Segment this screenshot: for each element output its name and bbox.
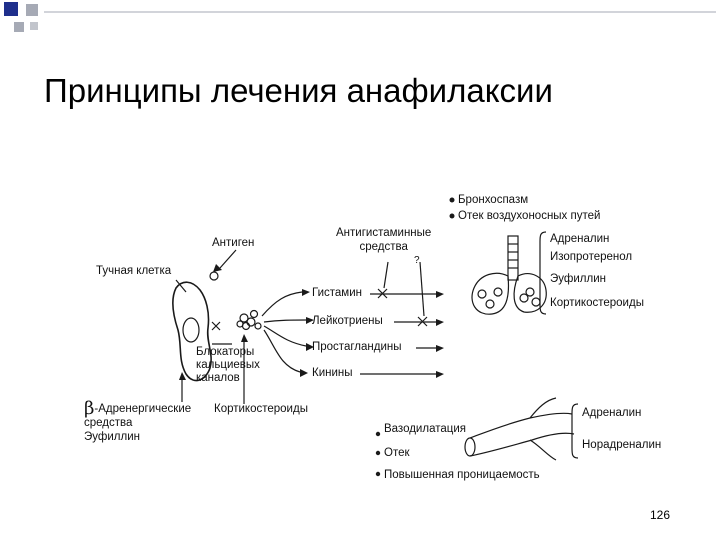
mediator-leukotrienes: Лейкотриены xyxy=(312,314,383,328)
trachea xyxy=(508,236,518,280)
bronchial-drug-adrenaline: Адреналин xyxy=(550,232,609,246)
right-lung xyxy=(514,274,546,313)
effect-permeability: Повышенная проницаемость xyxy=(384,468,540,482)
effect-bronchospasm: Бронхоспазм xyxy=(458,193,528,207)
mediator-prostaglandins: Простагландины xyxy=(312,340,402,354)
antigen-arrow xyxy=(220,250,236,268)
bullet-dot xyxy=(376,472,380,476)
corticosteroids-left-label: Кортикостероиды xyxy=(214,402,308,416)
bullet-dot xyxy=(450,214,455,219)
arrow-histamine xyxy=(262,292,302,316)
bullet-dot xyxy=(376,432,380,436)
antigen-label: Антиген xyxy=(212,236,254,250)
question-mark: ? xyxy=(414,254,420,268)
vascular-drug-adrenaline: Адреналин xyxy=(582,406,641,420)
mast-cell-nucleus xyxy=(183,318,199,342)
arrow-prostaglandins xyxy=(264,326,306,346)
vessel-shape xyxy=(470,413,574,456)
beta-drugs-label: β-Адренергические средства Эуфиллин xyxy=(84,402,191,444)
arrow-leukotrienes xyxy=(264,320,306,322)
mediator-kinins: Кинины xyxy=(312,366,353,380)
page-number: 126 xyxy=(650,508,670,522)
bronchial-drug-isoproterenol: Изопротеренол xyxy=(550,250,632,264)
beta-symbol: β xyxy=(84,398,94,419)
mast-cell-label: Тучная клетка xyxy=(96,264,171,278)
bronchial-drug-corticosteroids: Кортикостероиды xyxy=(550,296,644,310)
calcium-block-mark xyxy=(212,322,220,330)
vascular-drug-noradrenaline: Норадреналин xyxy=(582,438,661,452)
mediator-histamine: Гистамин xyxy=(312,286,362,300)
bullet-dot xyxy=(450,198,455,203)
vessel-opening xyxy=(465,438,475,456)
beta-drugs-text: -Адренергические средства Эуфиллин xyxy=(84,403,191,443)
bullet-dot xyxy=(376,451,380,455)
antihistamines-label: Антигистаминные средства xyxy=(336,226,431,254)
calcium-blockers-label: Блокаторы кальциевых каналов xyxy=(196,346,260,385)
antihistamine-arrow xyxy=(384,262,388,288)
arrow-kinins xyxy=(264,330,300,372)
effect-edema: Отек xyxy=(384,446,410,460)
bronchial-drug-euphylline: Эуфиллин xyxy=(550,272,606,286)
effect-airway-edema: Отек воздухоносных путей xyxy=(458,209,600,223)
effect-vasodilation: Вазодилатация xyxy=(384,422,466,436)
vascular-drugs-bracket xyxy=(572,404,578,458)
antigen-particle xyxy=(210,272,218,280)
